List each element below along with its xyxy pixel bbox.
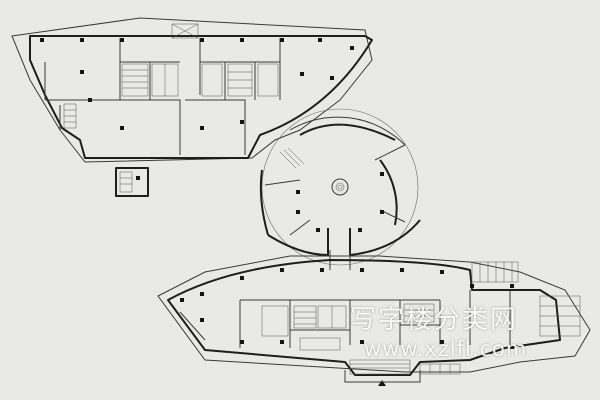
rotunda-wall-southwest — [267, 228, 329, 256]
lower-wing — [157, 255, 591, 386]
upper-wing-outer-outline — [11, 17, 373, 163]
rotunda-columns — [296, 172, 384, 232]
lower-core-stairs — [261, 261, 581, 375]
rotunda-wall-east — [379, 159, 398, 226]
detached-stair — [115, 167, 149, 197]
rotunda-wall-north — [299, 123, 396, 141]
rotunda — [259, 108, 421, 270]
upper-wing-columns — [40, 38, 354, 130]
lower-wing-columns — [180, 268, 514, 349]
upper-wing-partitions — [44, 38, 281, 155]
lower-wing-outer-outline — [157, 255, 591, 373]
rotunda-wall-west — [259, 169, 269, 236]
rotunda-outer-ring — [289, 116, 406, 146]
entrance-canopy — [344, 370, 421, 383]
rotunda-inner-ring — [261, 108, 419, 266]
rotunda-centre-feature — [331, 178, 349, 196]
rotunda-wall-south — [349, 219, 421, 256]
rotunda-radial-walls — [264, 144, 406, 270]
rotunda-stair — [279, 147, 305, 169]
lower-wing-outer-wall — [167, 259, 561, 376]
upper-wing — [11, 17, 373, 197]
upper-core-stairs — [63, 23, 279, 129]
upper-wing-outer-wall — [29, 35, 373, 159]
entrance-arrow — [378, 380, 386, 386]
lower-wing-partitions — [179, 290, 511, 348]
